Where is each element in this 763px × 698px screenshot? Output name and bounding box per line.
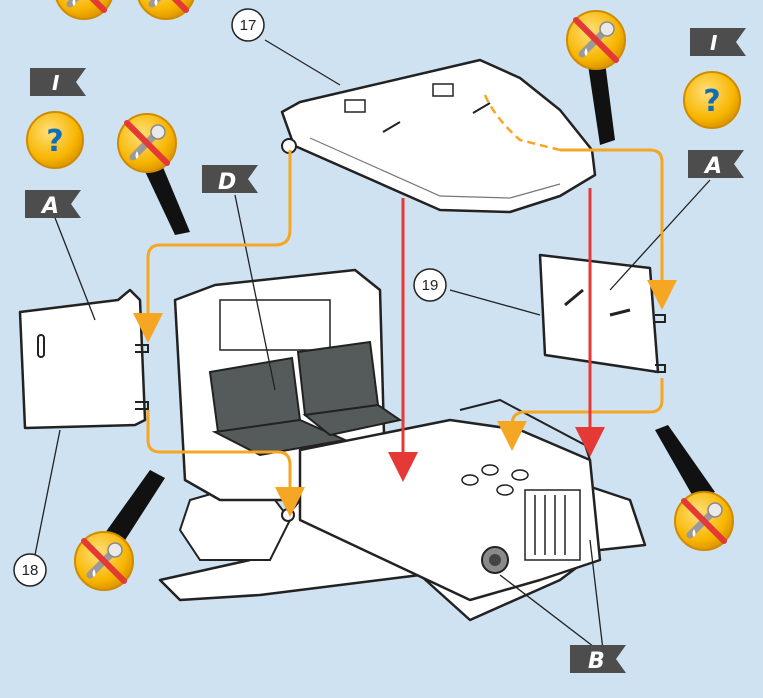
- svg-text:A: A: [703, 154, 722, 179]
- svg-text:I: I: [710, 31, 718, 55]
- no-glue-icon: [118, 114, 176, 172]
- svg-text:?: ?: [703, 84, 720, 119]
- part-callout-left-door: 18: [13, 553, 47, 587]
- guide-arrow-left-bottom: [146, 410, 305, 517]
- seat-bench: [208, 340, 403, 457]
- svg-text:17: 17: [240, 17, 257, 34]
- left-door: [18, 288, 149, 430]
- svg-text:I: I: [52, 71, 60, 95]
- svg-text:?: ?: [46, 124, 63, 159]
- svg-text:18: 18: [22, 562, 39, 579]
- svg-text:D: D: [218, 170, 236, 195]
- flag-attach-left: A: [25, 190, 81, 219]
- part-callout-roof: 17: [231, 8, 265, 42]
- question-badge-icon: ?: [683, 71, 741, 129]
- svg-text:19: 19: [422, 277, 439, 294]
- guide-arrow-right-top: [560, 148, 677, 310]
- no-glue-icon: [567, 11, 625, 69]
- no-glue-icon: [675, 492, 733, 550]
- guide-arrow-left-top: [133, 150, 292, 343]
- question-badge-icon: ?: [26, 111, 84, 169]
- right-door: [538, 253, 666, 374]
- roof-panel: [280, 58, 597, 214]
- no-glue-icon: [137, 0, 195, 19]
- no-glue-icon: [55, 0, 113, 19]
- flag-instructions-right: I: [690, 28, 746, 56]
- flag-attach-right: A: [688, 150, 744, 179]
- flag-detail: D: [202, 165, 258, 195]
- no-glue-icon: [75, 532, 133, 590]
- flag-base: B: [570, 645, 626, 674]
- flag-instructions-left: I: [30, 68, 86, 96]
- svg-text:A: A: [40, 194, 59, 219]
- svg-text:B: B: [588, 649, 605, 674]
- part-callout-right-door: 19: [413, 268, 447, 302]
- guide-arrow-right-bottom: [497, 378, 664, 451]
